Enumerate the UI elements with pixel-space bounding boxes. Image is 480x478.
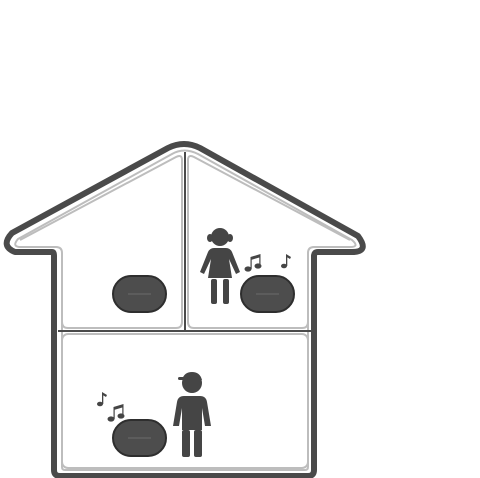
- speaker-icon: [113, 420, 166, 456]
- speaker-icon: [241, 276, 294, 312]
- speaker-icon: [113, 276, 166, 312]
